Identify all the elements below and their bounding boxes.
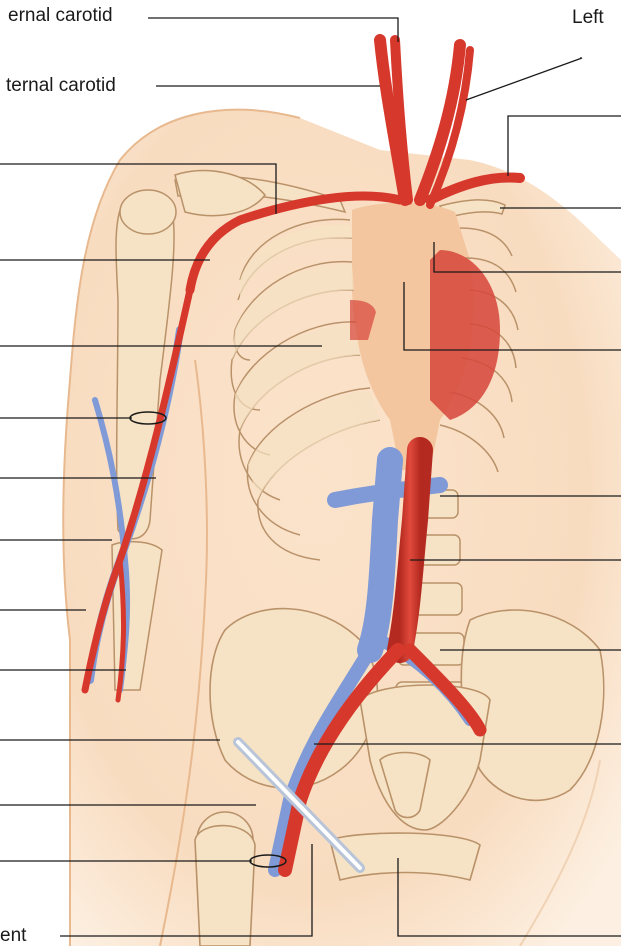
label-internal-carotid: ternal carotid bbox=[6, 76, 116, 96]
label-bottom-left: ent bbox=[0, 926, 26, 946]
label-external-carotid: ernal carotid bbox=[8, 6, 113, 26]
label-left: Left bbox=[572, 8, 604, 28]
